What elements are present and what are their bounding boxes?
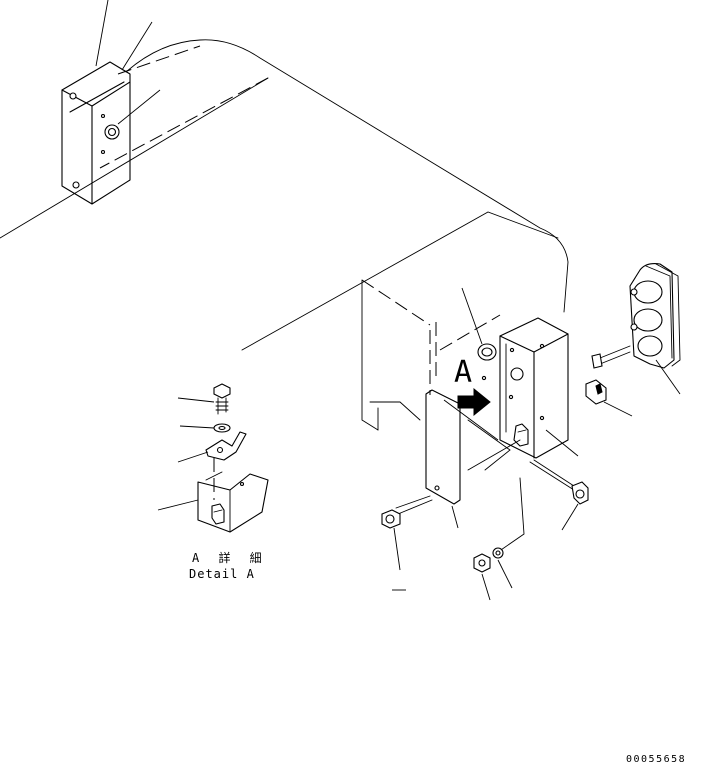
grommet xyxy=(461,287,497,361)
view-arrow: A xyxy=(454,355,491,417)
detail-a: A 詳 細 Detail A xyxy=(157,383,269,581)
tail-lamp xyxy=(591,263,681,395)
nut-washer xyxy=(473,547,513,601)
detail-title-en: Detail A xyxy=(189,567,255,581)
cover-plate xyxy=(425,389,461,529)
drawing-number: 00055658 xyxy=(626,754,686,765)
lamp-bracket xyxy=(443,317,579,459)
bolt-right xyxy=(529,459,589,531)
gasket xyxy=(585,379,633,417)
view-label: A xyxy=(454,355,472,390)
bolt-left xyxy=(381,495,433,591)
detail-title-jp: A 詳 細 xyxy=(192,550,268,565)
cab-outline xyxy=(0,39,569,553)
rear-lamp-upper xyxy=(61,0,161,205)
arrow-icon xyxy=(457,387,491,417)
